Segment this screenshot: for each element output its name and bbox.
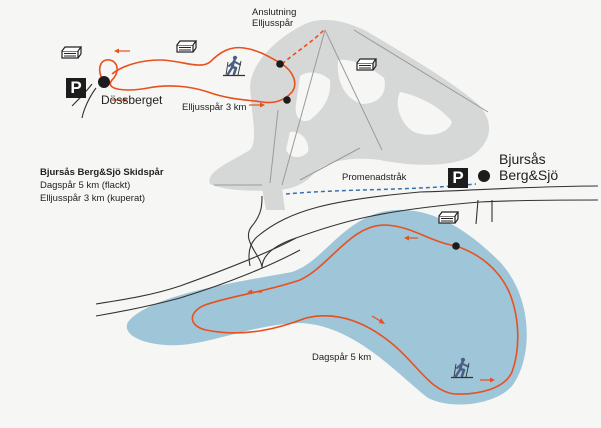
ski-slope-gaps <box>286 59 452 158</box>
connection-label: Anslutning Elljusspår <box>252 7 297 30</box>
trail-label-elljusspar: Elljusspår 3 km <box>182 102 247 113</box>
legend-title: Bjursås Berg&Sjö Skidspår <box>40 167 164 178</box>
parking-icon: P <box>448 168 468 188</box>
place-label-bjursas-line1: Bjursås <box>499 151 546 167</box>
trail-label-promenadstrak: Promenadstråk <box>342 172 407 183</box>
location-marker <box>98 76 110 88</box>
ski-track-icon <box>61 46 82 59</box>
connection-label-line2: Elljusspår <box>252 17 294 29</box>
ski-track-icon <box>176 40 197 53</box>
place-label-dossberget: Dössberget <box>101 93 163 107</box>
lake <box>126 209 527 405</box>
trail-junction-point <box>276 60 284 68</box>
location-marker <box>478 170 490 182</box>
place-label-bjursas-line2: Berg&Sjö <box>499 167 559 184</box>
dagspar-trail <box>191 224 519 395</box>
parking-icon: P <box>66 78 86 98</box>
trail-junction-point <box>283 96 291 104</box>
ski-lifts <box>214 29 489 186</box>
trail-legend: Bjursås Berg&Sjö Skidspår Dagspår 5 km (… <box>40 167 164 205</box>
trail-label-dagspar: Dagspår 5 km <box>312 352 372 363</box>
trail-junction-point <box>452 242 460 250</box>
legend-line-dagspar: Dagspår 5 km (flackt) <box>40 179 131 191</box>
place-label-bjursas: Bjursås Berg&Sjö <box>499 151 558 183</box>
legend-line-elljusspar: Elljusspår 3 km (kuperat) <box>40 192 146 204</box>
ski-track-icon <box>438 211 459 224</box>
ski-track-icon <box>356 58 377 71</box>
trail-direction-arrow-icon <box>112 48 495 383</box>
connection-trail <box>281 29 325 65</box>
connection-label-line1: Anslutning <box>252 7 297 18</box>
elljusspar-trail <box>98 46 296 104</box>
skier-icon <box>221 54 247 77</box>
